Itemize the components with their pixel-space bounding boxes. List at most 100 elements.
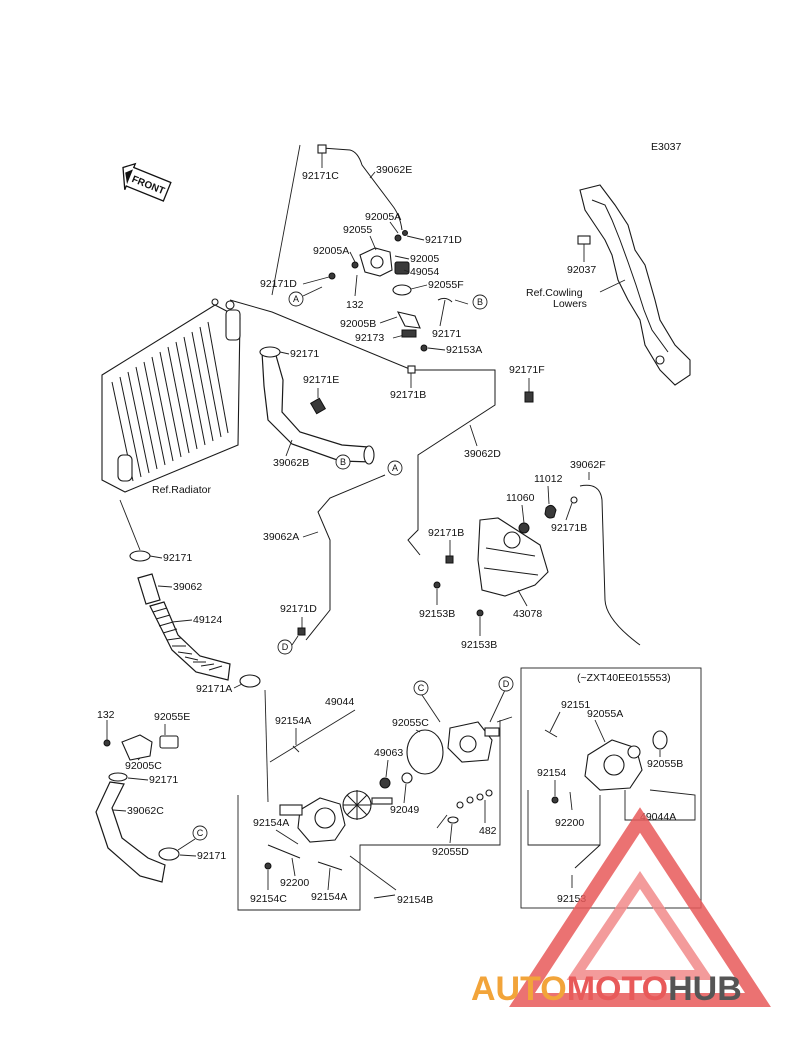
label-39062: 39062 xyxy=(173,581,202,593)
label-92005C: 92005C xyxy=(125,760,162,772)
svg-text:A: A xyxy=(392,463,398,473)
label-39062D: 39062D xyxy=(464,448,501,460)
label-92055D: 92055D xyxy=(432,846,469,858)
hose-39062E xyxy=(321,147,403,231)
diagram-code: E3037 xyxy=(651,141,682,153)
label-132-top: 132 xyxy=(346,299,364,311)
label-92171-low: 92171 xyxy=(163,552,192,564)
label-39062E: 39062E xyxy=(376,164,412,176)
label-39062C: 39062C xyxy=(127,805,164,817)
label-92153B-a: 92153B xyxy=(419,608,455,620)
svg-text:A: A xyxy=(293,294,299,304)
label-92171A: 92171A xyxy=(196,683,232,695)
label-92154A-top: 92154A xyxy=(275,715,311,727)
label-92005B: 92005B xyxy=(340,318,376,330)
clamp-92171A xyxy=(239,674,261,688)
hose-49124 xyxy=(149,601,231,681)
label-92154A-bot: 92154A xyxy=(311,891,347,903)
radiator xyxy=(101,298,241,493)
water-pump-variant xyxy=(584,739,643,791)
label-92171D-top: 92171D xyxy=(425,234,462,246)
pump-cover xyxy=(447,721,500,763)
label-92171C: 92171C xyxy=(302,170,339,182)
label-92171B-right: 92171B xyxy=(551,522,587,534)
oring-92055D xyxy=(447,816,459,824)
clamp-92171-c xyxy=(158,847,180,861)
label-11012: 11012 xyxy=(534,473,563,485)
label-92005A-top: 92005A xyxy=(365,211,401,223)
callout-A-top: A xyxy=(288,291,304,307)
label-92171B-tank: 92171B xyxy=(428,527,464,539)
label-92171-c: 92171 xyxy=(197,850,226,862)
impeller xyxy=(342,790,372,820)
label-92005A-left: 92005A xyxy=(313,245,349,257)
reservoir-tank xyxy=(477,496,578,597)
label-92171-hose: 92171 xyxy=(149,774,178,786)
label-39062A: 39062A xyxy=(263,531,299,543)
label-92171F: 92171F xyxy=(509,364,545,376)
oring-92055C xyxy=(406,729,444,775)
ref-cowling-label: Ref.Cowling xyxy=(526,287,583,299)
label-49063: 49063 xyxy=(374,747,403,759)
clamp-92171F xyxy=(524,391,534,403)
front-arrow-icon: FRONT xyxy=(122,162,172,202)
cowling-bracket xyxy=(579,184,691,386)
clamp-92171-low xyxy=(129,550,151,562)
label-92200-r: 92200 xyxy=(555,817,584,829)
label-92055A: 92055A xyxy=(587,708,623,720)
clamp-92171B-mid xyxy=(407,365,416,374)
label-92037: 92037 xyxy=(567,264,596,276)
clamp-92171C xyxy=(317,144,327,154)
label-92154C: 92154C xyxy=(250,893,287,905)
hose-39062B xyxy=(259,346,375,465)
label-92171D-left: 92171D xyxy=(260,278,297,290)
label-92154-r: 92154 xyxy=(537,767,566,779)
label-92005: 92005 xyxy=(410,253,439,265)
label-132-low: 132 xyxy=(97,709,115,721)
label-49054: 49054 xyxy=(410,266,439,278)
svg-text:B: B xyxy=(340,457,346,467)
label-92055C: 92055C xyxy=(392,717,429,729)
callout-C-pump: C xyxy=(413,680,429,696)
clamp-92171-hose xyxy=(108,772,128,782)
label-92151: 92151 xyxy=(561,699,590,711)
label-92154B: 92154B xyxy=(397,894,433,906)
callout-B-hose: B xyxy=(335,454,351,470)
ref-radiator-label: Ref.Radiator xyxy=(152,484,211,496)
label-92171E: 92171E xyxy=(303,374,339,386)
hose-39062C xyxy=(95,781,166,883)
label-49124: 49124 xyxy=(193,614,222,626)
label-39062B: 39062B xyxy=(273,457,309,469)
label-92055E: 92055E xyxy=(154,711,190,723)
label-92171B-mid: 92171B xyxy=(390,389,426,401)
label-39062F: 39062F xyxy=(570,459,606,471)
svg-text:D: D xyxy=(503,679,510,689)
clip-92037 xyxy=(577,235,591,245)
clamp-92171D-low xyxy=(297,627,306,636)
variant-note: (~ZXT40EE015553) xyxy=(577,672,671,684)
label-92055F: 92055F xyxy=(428,279,464,291)
oring-92055B xyxy=(652,730,668,750)
hose-39062 xyxy=(137,573,161,605)
bolts-482 xyxy=(456,789,493,809)
ref-cowling-lowers-label: Lowers xyxy=(553,298,587,310)
oring-92055E xyxy=(159,735,179,749)
svg-text:C: C xyxy=(197,828,204,838)
water-pump-body xyxy=(279,797,346,843)
label-92055B: 92055B xyxy=(647,758,683,770)
callout-D-pump: D xyxy=(498,676,514,692)
svg-text:C: C xyxy=(418,683,425,693)
label-11060: 11060 xyxy=(506,492,535,504)
label-92049: 92049 xyxy=(390,804,419,816)
seal-92049 xyxy=(401,772,413,784)
label-49044: 49044 xyxy=(325,696,354,708)
watermark-logo xyxy=(509,807,771,1007)
pipe-fitting-92005C xyxy=(121,734,153,761)
thermostat-housing xyxy=(328,230,421,329)
clamp-92171E xyxy=(309,397,327,415)
label-92171-rad: 92171 xyxy=(290,348,319,360)
label-92171D-low: 92171D xyxy=(280,603,317,615)
label-92171-mid: 92171 xyxy=(432,328,461,340)
callout-D-low: D xyxy=(277,639,293,655)
svg-text:B: B xyxy=(477,297,483,307)
